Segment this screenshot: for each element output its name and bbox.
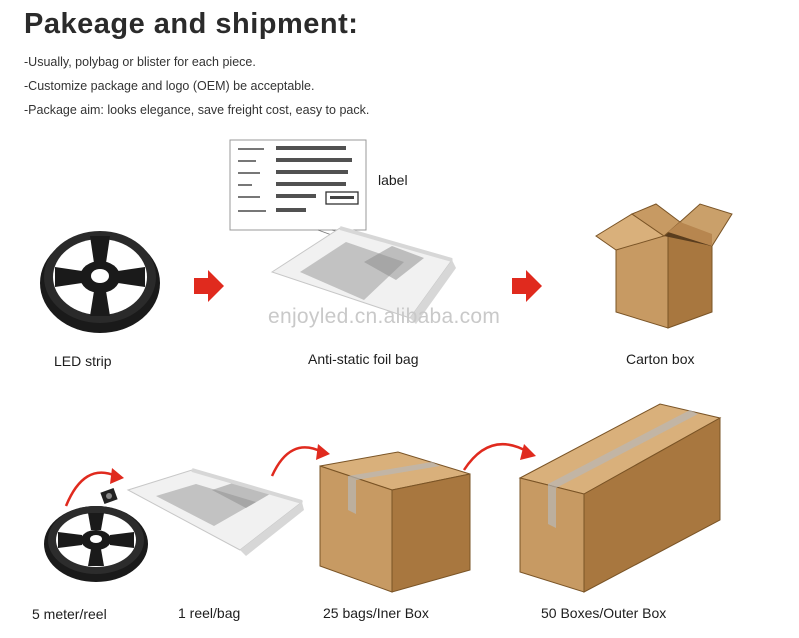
caption-inner-box: 25 bags/Iner Box bbox=[323, 605, 429, 621]
bullet-item: -Customize package and logo (OEM) be acc… bbox=[24, 79, 315, 93]
caption-meter-reel: 5 meter/reel bbox=[32, 606, 107, 622]
label-callout-text: label bbox=[378, 172, 408, 188]
led-chip-icon bbox=[100, 487, 118, 505]
caption-foil-bag: Anti-static foil bag bbox=[308, 351, 419, 367]
watermark-text: enjoyled.cn.alibaba.com bbox=[268, 305, 501, 328]
caption-led-strip: LED strip bbox=[54, 353, 112, 369]
label-card bbox=[229, 139, 367, 231]
page-title: Pakeage and shipment: bbox=[24, 8, 359, 40]
bullet-item: -Package aim: looks elegance, save freig… bbox=[24, 103, 370, 117]
arrow-right-icon bbox=[194, 270, 224, 302]
bullet-list: -Usually, polybag or blister for each pi… bbox=[24, 50, 369, 122]
curved-arrow-icon bbox=[270, 446, 323, 477]
inner-box-icon bbox=[319, 451, 471, 593]
foil-bag-icon bbox=[126, 468, 304, 556]
open-carton-icon bbox=[595, 203, 733, 329]
curved-arrow-icon bbox=[64, 471, 117, 507]
outer-box-icon bbox=[518, 403, 722, 593]
caption-carton-box: Carton box bbox=[626, 351, 695, 367]
caption-reel-bag: 1 reel/bag bbox=[178, 605, 241, 621]
bullet-item: -Usually, polybag or blister for each pi… bbox=[24, 55, 256, 69]
curved-arrow-icon bbox=[462, 443, 529, 471]
led-reel-icon bbox=[40, 231, 160, 333]
arrow-right-icon bbox=[512, 270, 542, 302]
reel-icon bbox=[44, 506, 148, 582]
foil-bag-icon bbox=[270, 226, 456, 324]
caption-outer-box: 50 Boxes/Outer Box bbox=[541, 605, 667, 621]
